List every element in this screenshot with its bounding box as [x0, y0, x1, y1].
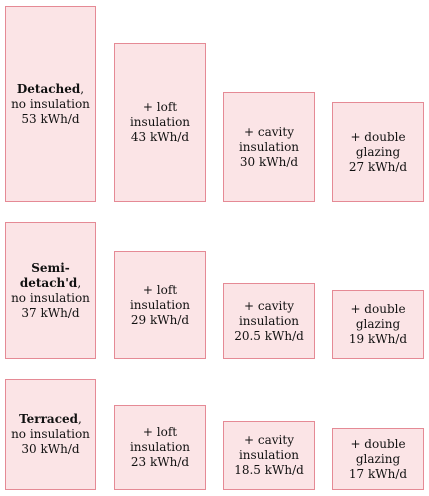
detached-loft-insulation-box: + loft insulation 43 kWh/d — [114, 43, 206, 202]
step-value: 19 kWh/d — [348, 332, 408, 346]
box-label: + loft insulation 43 kWh/d — [130, 100, 190, 145]
base-label: no insulation — [11, 290, 90, 305]
house-type-name: Terraced — [19, 412, 79, 426]
step-value: 18.5 kWh/d — [234, 463, 304, 477]
semi-detached-no-insulation-box: Semi-detach'd, no insulation 37 kWh/d — [5, 222, 96, 359]
base-value: 30 kWh/d — [21, 442, 80, 456]
box-label: Semi-detach'd, no insulation 37 kWh/d — [6, 261, 95, 321]
base-label: no insulation — [11, 427, 90, 441]
semi-detached-double-glazing-box: + double glazing 19 kWh/d — [332, 290, 424, 359]
terraced-no-insulation-box: Terraced, no insulation 30 kWh/d — [5, 379, 96, 490]
step-line2: insulation — [238, 139, 300, 154]
step-line1: + double — [350, 436, 406, 451]
step-value: 30 kWh/d — [239, 154, 299, 169]
step-value: 29 kWh/d — [130, 312, 190, 327]
step-line1: + cavity — [244, 433, 294, 447]
box-label: + cavity insulation 30 kWh/d — [239, 125, 299, 170]
box-label: Terraced, no insulation 30 kWh/d — [11, 412, 90, 457]
step-line2: insulation — [129, 297, 191, 312]
box-label: + loft insulation 29 kWh/d — [130, 283, 190, 328]
detached-double-glazing-box: + double glazing 27 kWh/d — [332, 102, 424, 202]
detached-cavity-insulation-box: + cavity insulation 30 kWh/d — [223, 92, 315, 202]
box-label: + double glazing 19 kWh/d — [349, 302, 407, 347]
step-value: 27 kWh/d — [348, 159, 408, 174]
house-type-name: Semi-detach'd — [19, 260, 78, 290]
step-value: 43 kWh/d — [130, 130, 190, 144]
terraced-loft-insulation-box: + loft insulation 23 kWh/d — [114, 405, 206, 490]
box-label: + cavity insulation 18.5 kWh/d — [234, 433, 304, 478]
semi-detached-loft-insulation-box: + loft insulation 29 kWh/d — [114, 251, 206, 359]
step-value: 17 kWh/d — [348, 466, 408, 481]
house-type-label: Terraced, — [19, 412, 82, 426]
box-label: + cavity insulation 20.5 kWh/d — [234, 299, 304, 344]
box-label: Detached, no insulation 53 kWh/d — [11, 82, 90, 127]
step-line1: + loft — [142, 100, 178, 114]
base-label: no insulation — [11, 96, 90, 111]
box-label: + double glazing 17 kWh/d — [349, 437, 407, 482]
detached-no-insulation-box: Detached, no insulation 53 kWh/d — [5, 6, 96, 202]
step-value: 20.5 kWh/d — [234, 328, 304, 343]
step-line1: + loft — [142, 282, 178, 297]
house-type-label: Semi-detach'd, — [19, 260, 82, 290]
step-line1: + double — [350, 302, 406, 316]
step-line2: insulation — [129, 115, 191, 129]
terraced-double-glazing-box: + double glazing 17 kWh/d — [332, 428, 424, 490]
step-line2: glazing — [355, 144, 401, 159]
house-type-label: Detached, — [16, 81, 85, 96]
step-line2: insulation — [238, 448, 300, 462]
semi-detached-cavity-insulation-box: + cavity insulation 20.5 kWh/d — [223, 283, 315, 359]
base-value: 53 kWh/d — [21, 111, 80, 126]
step-line1: + double — [350, 129, 406, 144]
base-value: 37 kWh/d — [21, 305, 80, 320]
terraced-cavity-insulation-box: + cavity insulation 18.5 kWh/d — [223, 421, 315, 490]
step-value: 23 kWh/d — [130, 455, 190, 469]
box-label: + double glazing 27 kWh/d — [349, 130, 407, 175]
step-line2: insulation — [238, 313, 300, 328]
step-line2: glazing — [355, 317, 401, 331]
step-line1: + cavity — [244, 124, 294, 139]
step-line1: + cavity — [244, 298, 294, 313]
step-line2: insulation — [129, 440, 191, 454]
box-label: + loft insulation 23 kWh/d — [130, 425, 190, 470]
step-line2: glazing — [355, 451, 401, 466]
step-line1: + loft — [142, 425, 178, 439]
house-type-name: Detached — [16, 81, 81, 96]
